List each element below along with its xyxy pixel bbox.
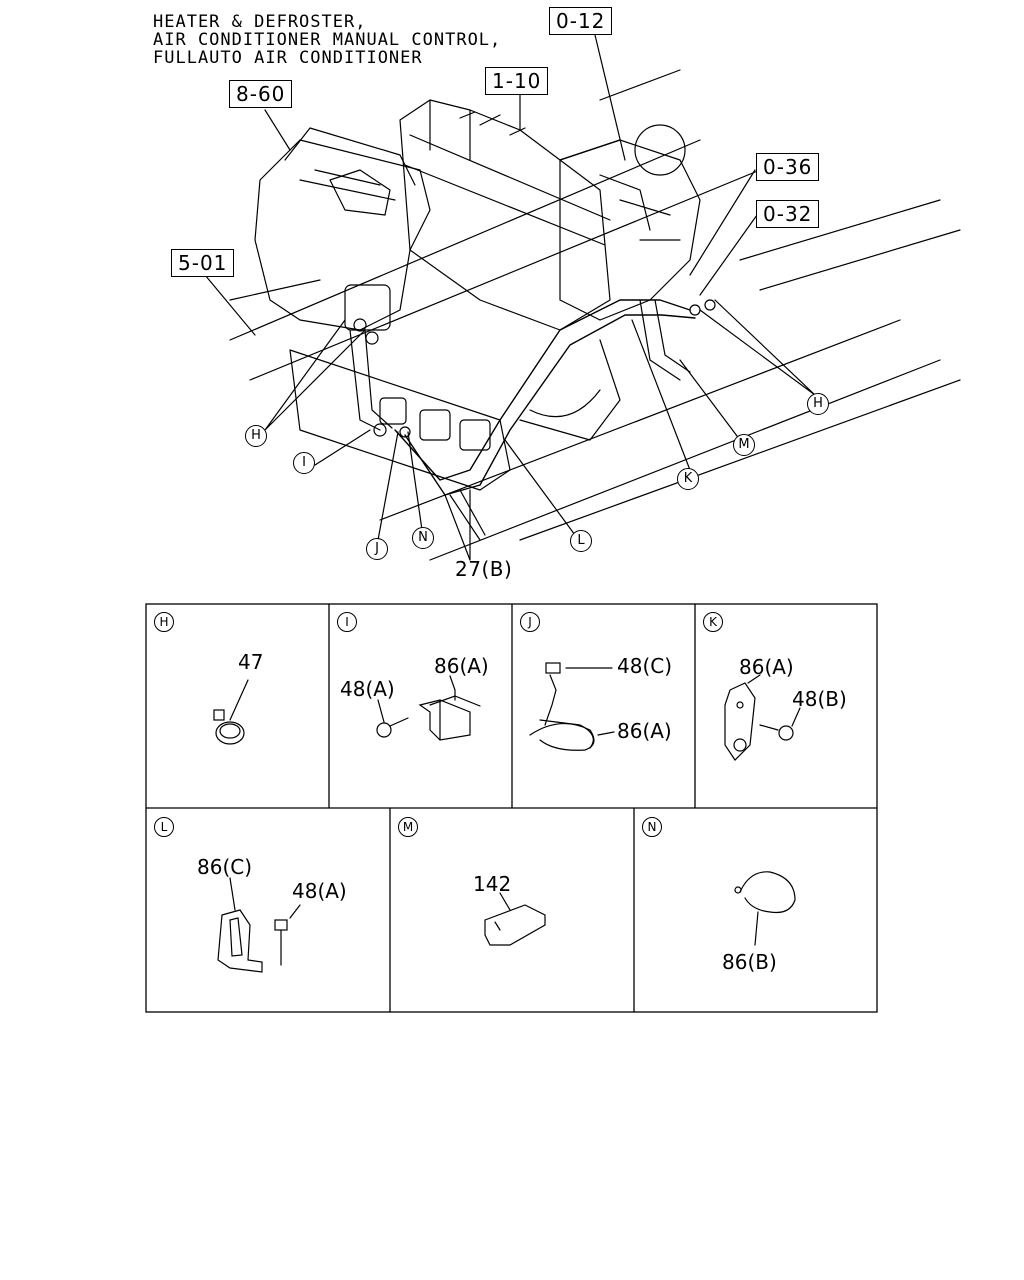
cell-id-m: M: [398, 817, 418, 837]
callout-i: I: [293, 452, 315, 474]
cell-id-l: L: [154, 817, 174, 837]
title-line-3: FULLAUTO AIR CONDITIONER: [153, 48, 423, 68]
ref-box-8-60: 8-60: [229, 80, 293, 108]
ref-box-0-12: 0-12: [549, 7, 613, 35]
cell-id-n: N: [642, 817, 662, 837]
heater-hose: [349, 329, 393, 431]
callout-n: N: [412, 527, 434, 549]
callout-j: J: [366, 538, 388, 560]
part-label-86a: 86(A): [617, 719, 672, 743]
heater-hose: [394, 299, 691, 481]
part-label-86a: 86(A): [739, 655, 794, 679]
heater-hose: [404, 314, 696, 496]
clip-bolt-sketch-j: [529, 662, 615, 751]
callout-h-left: H: [245, 425, 267, 447]
ref-box-1-10: 1-10: [485, 67, 549, 95]
ref-box-5-01: 5-01: [171, 249, 235, 277]
ref-box-0-32: 0-32: [756, 200, 820, 228]
part-label-47: 47: [238, 650, 264, 674]
leader-lines: [204, 34, 816, 561]
clip-bolt-sketch-k: [724, 674, 801, 761]
callout-m: M: [733, 434, 755, 456]
callout-l: L: [570, 530, 592, 552]
clip-bolt-sketch-i: [376, 675, 481, 741]
cell-id-i: I: [337, 612, 357, 632]
engine-block: [559, 139, 701, 321]
part-label-48a: 48(A): [292, 879, 347, 903]
part-label-27b: 27(B): [455, 557, 513, 581]
part-label-48c: 48(C): [617, 654, 673, 678]
title-line-2: AIR CONDITIONER MANUAL CONTROL,: [153, 30, 502, 50]
diagram-title: HEATER & DEFROSTER, AIR CONDITIONER MANU…: [153, 13, 501, 67]
title-line-1: HEATER & DEFROSTER,: [153, 12, 367, 32]
cell-id-h: H: [154, 612, 174, 632]
part-label-86a: 86(A): [434, 654, 489, 678]
heater-unit: [254, 139, 431, 331]
part-label-86b: 86(B): [722, 950, 777, 974]
callout-k: K: [677, 468, 699, 490]
part-label-48a: 48(A): [340, 677, 395, 701]
cell-id-j: J: [520, 612, 540, 632]
wire-clip-sketch-n: [734, 871, 796, 946]
clip-bolt-sketch-l: [217, 877, 301, 973]
frame-rail: [229, 139, 961, 561]
bracket-sketch-m: [484, 892, 546, 946]
cell-id-k: K: [703, 612, 723, 632]
ref-box-0-36: 0-36: [756, 153, 820, 181]
part-label-86c: 86(C): [197, 855, 253, 879]
hose-clamp-sketch: [213, 679, 249, 745]
callout-h-right: H: [807, 393, 829, 415]
dash-case: [399, 99, 611, 331]
part-label-142: 142: [473, 872, 512, 896]
part-label-48b: 48(B): [792, 687, 847, 711]
